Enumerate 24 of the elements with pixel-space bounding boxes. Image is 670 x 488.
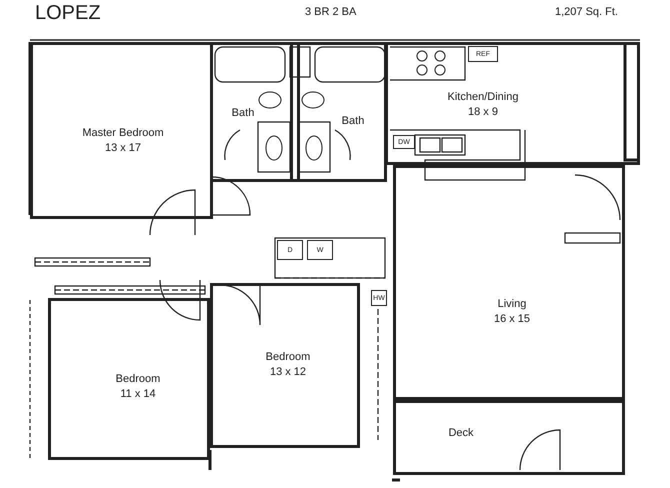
bedroom-bath-count: 3 BR 2 BA bbox=[305, 6, 356, 18]
room-dimensions: 11 x 14 bbox=[120, 388, 156, 400]
room-name: Master Bedroom bbox=[82, 127, 164, 139]
room-dimensions: 13 x 12 bbox=[270, 366, 306, 378]
room-outline bbox=[210, 42, 300, 182]
room-name: Living bbox=[498, 298, 526, 310]
room-name: Bath bbox=[342, 115, 364, 127]
room-dimensions: 16 x 15 bbox=[494, 313, 530, 325]
room-outline bbox=[30, 42, 213, 219]
room-name: Deck bbox=[448, 427, 474, 439]
room-dimensions: 18 x 9 bbox=[468, 106, 498, 118]
room-outline bbox=[290, 42, 387, 182]
room-outline bbox=[385, 42, 640, 165]
room-name: Bedroom bbox=[266, 351, 310, 363]
plan-title: LOPEZ bbox=[35, 2, 101, 25]
room-outline bbox=[48, 298, 210, 460]
square-footage: 1,207 Sq. Ft. bbox=[555, 6, 618, 18]
room-name: Bedroom bbox=[116, 373, 160, 385]
room-name: Bath bbox=[232, 107, 254, 119]
room-outline bbox=[210, 283, 360, 448]
room-name: Kitchen/Dining bbox=[448, 91, 518, 103]
room-outline bbox=[393, 400, 625, 475]
room-outline bbox=[393, 165, 625, 400]
room-dimensions: 13 x 17 bbox=[104, 142, 142, 154]
